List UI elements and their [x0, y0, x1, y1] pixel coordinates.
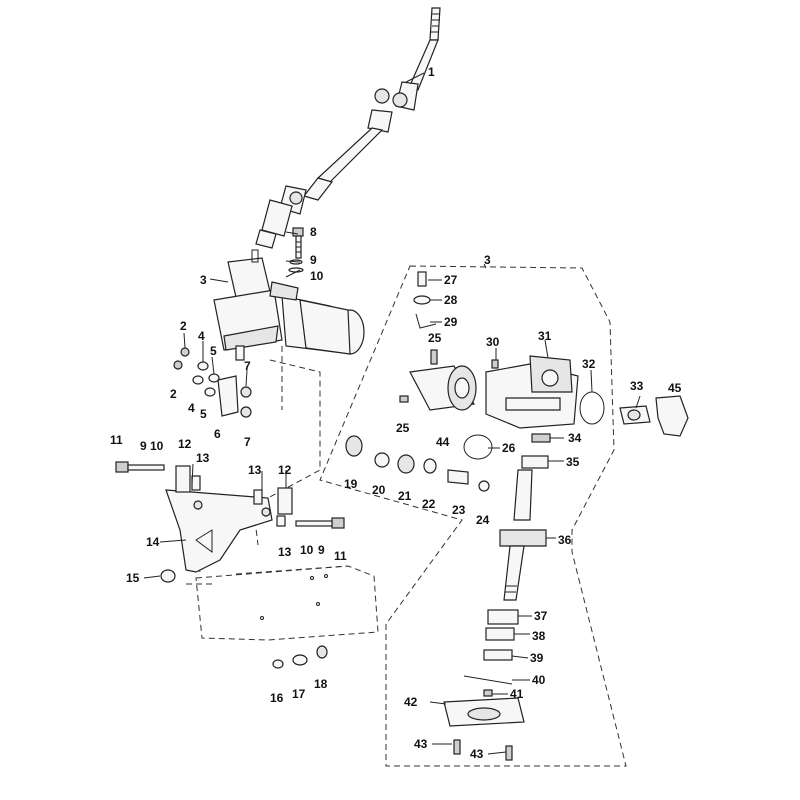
mounting-bracket: [115, 461, 345, 583]
callout-25: 25: [428, 331, 442, 345]
callout-18: 18: [314, 677, 328, 691]
callout-4b: 4: [188, 401, 195, 415]
callout-17: 17: [292, 687, 306, 701]
callout-42: 42: [404, 695, 418, 709]
steering-shaft: [255, 7, 441, 249]
callout-35: 35: [566, 455, 580, 469]
callout-3: 3: [200, 273, 207, 287]
exploded-boundary: [319, 265, 627, 767]
frame-section: [195, 565, 379, 669]
callout-7: 7: [244, 359, 251, 373]
callout-12: 12: [178, 437, 192, 451]
exploded-parts: [345, 271, 689, 761]
callout-36: 36: [558, 533, 572, 547]
callout-16: 16: [270, 691, 284, 705]
callout-11: 11: [110, 433, 123, 447]
callout-10c: 10: [300, 543, 314, 557]
callout-31: 31: [538, 329, 552, 343]
callout-7b: 7: [244, 435, 251, 449]
callout-9c: 9: [318, 543, 325, 557]
callout-34: 34: [568, 431, 582, 445]
callout-40: 40: [532, 673, 546, 687]
callout-29: 29: [444, 315, 458, 329]
callout-37: 37: [534, 609, 548, 623]
callout-2b: 2: [170, 387, 177, 401]
callout-43: 43: [414, 737, 428, 751]
callout-30: 30: [486, 335, 500, 349]
callout-41: 41: [510, 687, 524, 701]
callout-15: 15: [126, 571, 140, 585]
callout-11b: 11: [334, 549, 347, 563]
callout-9b: 9: [140, 439, 147, 453]
callout-33: 33: [630, 379, 644, 393]
callout-22: 22: [422, 497, 436, 511]
callout-24: 24: [476, 513, 490, 527]
callouts: 1 8 9 10 3 2 4 5 7 2 4 5 6 7 11 9 10 12 …: [110, 65, 682, 761]
callout-8: 8: [310, 225, 317, 239]
callout-23: 23: [452, 503, 466, 517]
callout-44: 44: [436, 435, 450, 449]
callout-45: 45: [668, 381, 682, 395]
callout-5: 5: [210, 344, 217, 358]
callout-12b: 12: [278, 463, 292, 477]
callout-26: 26: [502, 441, 516, 455]
callout-5b: 5: [200, 407, 207, 421]
callout-2: 2: [180, 319, 187, 333]
callout-3b: 3: [484, 253, 491, 267]
callout-6: 6: [214, 427, 221, 441]
callout-19: 19: [344, 477, 358, 491]
callout-27: 27: [444, 273, 458, 287]
callout-4: 4: [198, 329, 205, 343]
callout-9: 9: [310, 253, 317, 267]
callout-20: 20: [372, 483, 386, 497]
callout-39: 39: [530, 651, 544, 665]
callout-28: 28: [444, 293, 458, 307]
callout-1: 1: [428, 65, 435, 79]
bolt-8-stack: [288, 227, 304, 273]
callout-13b: 13: [248, 463, 262, 477]
callout-14: 14: [146, 535, 160, 549]
callout-25b: 25: [396, 421, 410, 435]
callout-10b: 10: [150, 439, 164, 453]
callout-13c: 13: [278, 545, 292, 559]
eps-assembly: [213, 249, 365, 361]
callout-10: 10: [310, 269, 324, 283]
callout-21: 21: [398, 489, 412, 503]
leader-lines: [143, 72, 641, 755]
callout-13: 13: [196, 451, 210, 465]
callout-32: 32: [582, 357, 596, 371]
callout-38: 38: [532, 629, 546, 643]
callout-43b: 43: [470, 747, 484, 761]
bracket-hardware: [173, 347, 252, 418]
